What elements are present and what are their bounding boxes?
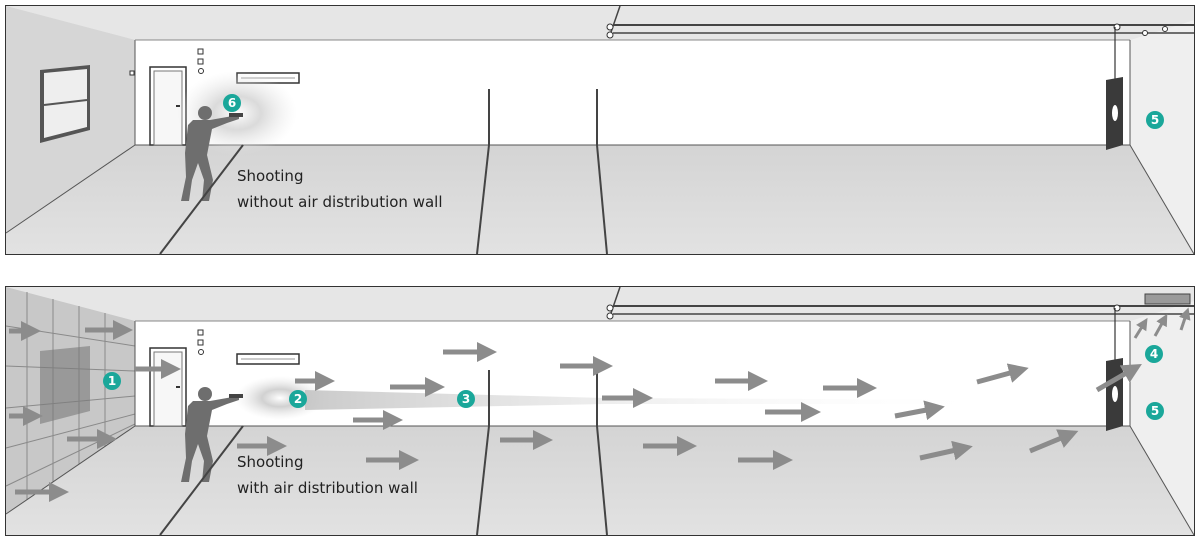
lane-dividers xyxy=(159,89,608,255)
right-wall xyxy=(1130,301,1194,535)
badge-4: 4 xyxy=(1145,345,1163,363)
badge-3: 3 xyxy=(457,390,475,408)
airflow-arrow xyxy=(1179,307,1191,331)
ceiling xyxy=(6,6,1194,40)
airflow-arrow xyxy=(919,440,973,461)
caption-line-2: with air distribution wall xyxy=(237,479,418,497)
airflow-arrow xyxy=(894,400,945,421)
svg-text:3: 3 xyxy=(462,392,470,406)
shooter-figure xyxy=(181,106,243,201)
target xyxy=(1106,27,1123,150)
svg-text:2: 2 xyxy=(294,392,302,406)
window xyxy=(40,346,90,424)
badge-1: 1 xyxy=(103,372,121,390)
ceiling xyxy=(6,287,1194,321)
panel-without-wall: 6 5 Shooting without air distribution wa… xyxy=(5,5,1195,255)
floor xyxy=(6,145,1194,254)
caption-line-2: without air distribution wall xyxy=(237,193,443,211)
svg-text:5: 5 xyxy=(1151,404,1159,418)
airflow-arrows xyxy=(9,307,1191,502)
gunsmoke-cloud xyxy=(235,376,325,420)
caption-line-1: Shooting xyxy=(237,167,304,185)
floor xyxy=(6,426,1194,535)
range-scene-bottom: 1 2 3 4 5 xyxy=(5,286,1195,536)
caption-without-wall: Shooting without air distribution wall xyxy=(237,163,443,215)
range-scene-top: 6 5 xyxy=(5,5,1195,255)
shooter-figure xyxy=(181,387,243,482)
badge-5: 5 xyxy=(1146,111,1164,129)
lane-dividers xyxy=(159,370,608,536)
ceiling-rails xyxy=(606,286,1194,320)
svg-text:5: 5 xyxy=(1151,113,1159,127)
airflow-arrow xyxy=(1133,317,1148,339)
airflow-arrow xyxy=(976,363,1029,385)
right-wall xyxy=(1130,20,1194,254)
door xyxy=(129,48,204,146)
badge-2: 2 xyxy=(289,390,307,408)
badge-5: 5 xyxy=(1146,402,1164,420)
caption-with-wall: Shooting with air distribution wall xyxy=(237,449,418,501)
panel-with-wall: 1 2 3 4 5 Shooting with air distribution… xyxy=(5,286,1195,536)
badge-6: 6 xyxy=(223,94,241,112)
airflow-arrow xyxy=(1095,363,1142,393)
caption-line-1: Shooting xyxy=(237,453,304,471)
svg-text:1: 1 xyxy=(108,374,116,388)
airflow-arrow xyxy=(1029,429,1079,454)
window xyxy=(40,65,90,143)
svg-text:6: 6 xyxy=(228,96,236,110)
smoke-trail xyxy=(305,390,1005,410)
ceiling-rails xyxy=(606,5,1194,39)
svg-text:4: 4 xyxy=(1150,347,1158,361)
exhaust-unit xyxy=(1144,293,1191,305)
airflow-arrow xyxy=(1153,313,1168,337)
back-wall xyxy=(135,40,1130,145)
